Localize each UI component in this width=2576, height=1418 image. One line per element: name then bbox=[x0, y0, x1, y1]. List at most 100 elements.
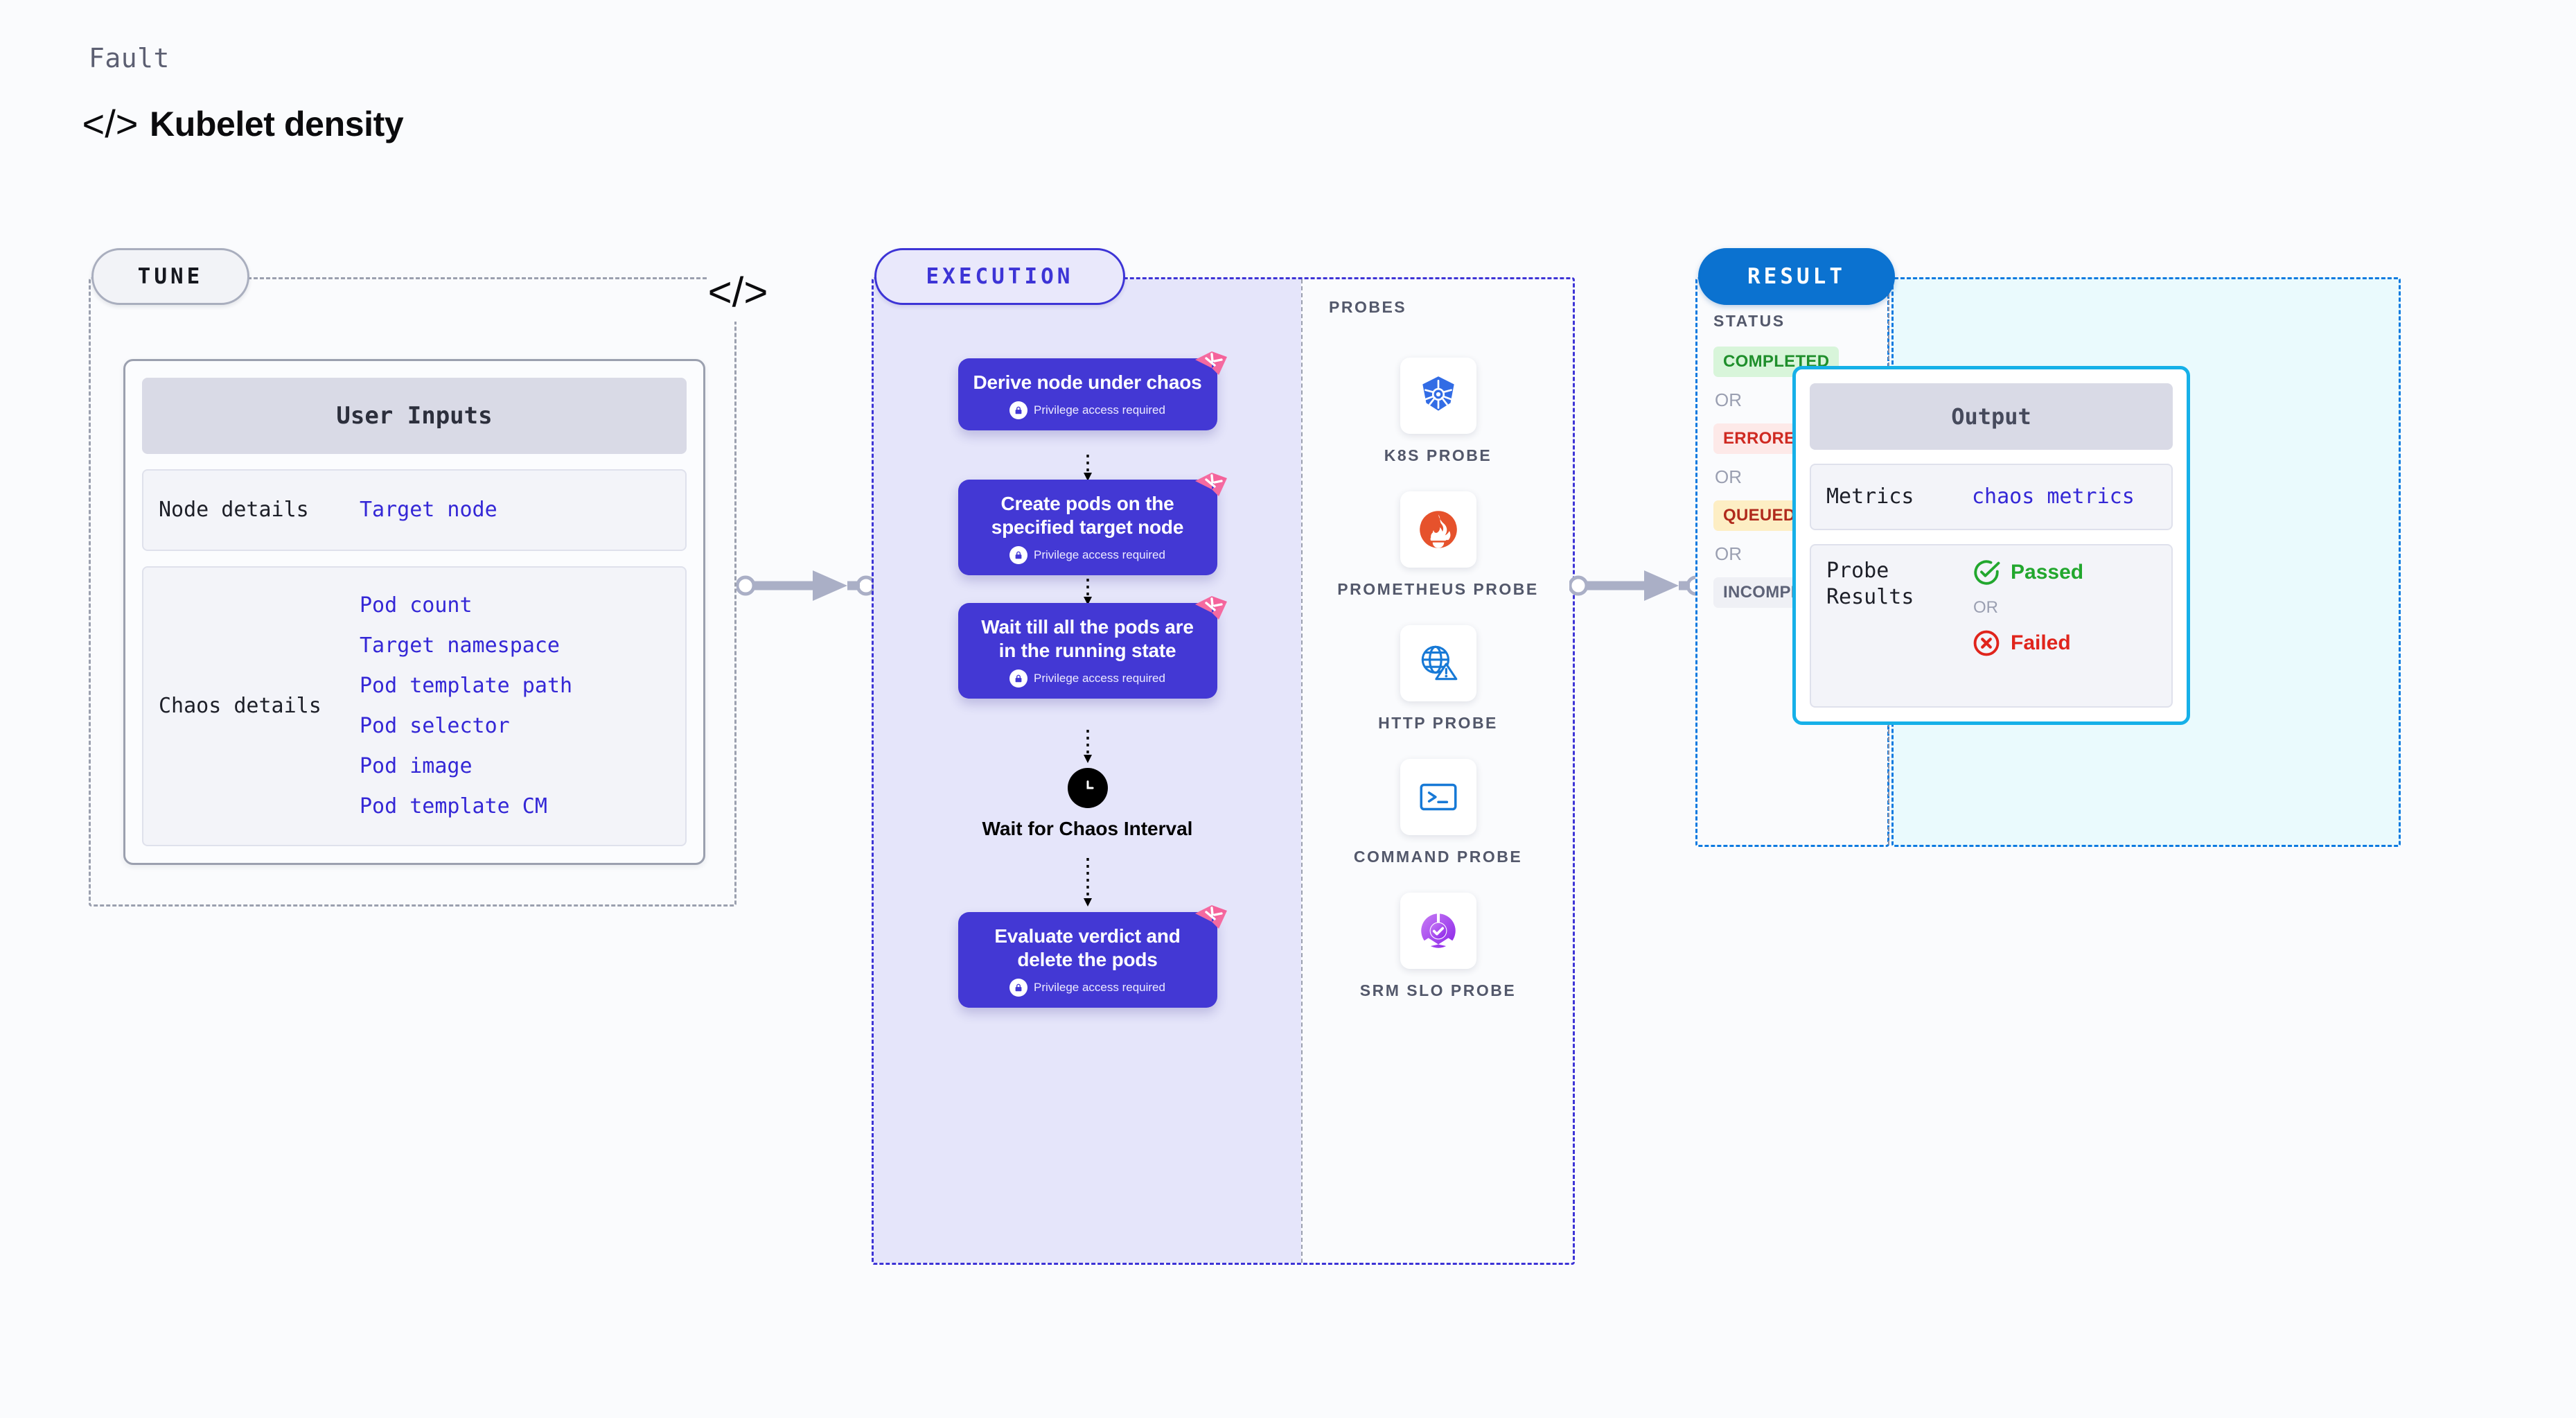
probe-item-http[interactable]: HTTP PROBE bbox=[1301, 625, 1575, 734]
lock-icon bbox=[1009, 669, 1028, 688]
probe-item-srm-slo[interactable]: SRM SLO PROBE bbox=[1301, 893, 1575, 1001]
harness-logo-icon bbox=[1194, 351, 1227, 375]
lock-icon bbox=[1009, 979, 1028, 997]
input-row-values: Pod count Target namespace Pod template … bbox=[360, 595, 572, 817]
probe-item-prometheus[interactable]: PROMETHEUS PROBE bbox=[1301, 491, 1575, 600]
output-metrics-value[interactable]: chaos metrics bbox=[1972, 484, 2135, 509]
input-value[interactable]: Pod selector bbox=[360, 714, 510, 738]
flow-node-wait-running[interactable]: Wait till all the pods are in the runnin… bbox=[958, 596, 1227, 699]
input-row-key: Chaos details bbox=[159, 694, 321, 719]
connector-tune-to-execution bbox=[736, 565, 875, 606]
flow-connector bbox=[1083, 730, 1092, 764]
execution-badge[interactable]: EXECUTION bbox=[874, 248, 1125, 305]
input-value[interactable]: Pod count bbox=[360, 593, 473, 618]
flow-node-wait-interval[interactable]: Wait for Chaos Interval bbox=[942, 768, 1233, 841]
input-row-node-details: Node details Target node bbox=[142, 469, 687, 551]
status-badge-queued: QUEUED bbox=[1713, 500, 1806, 531]
flow-node-privilege-label: Privilege access required bbox=[1034, 548, 1165, 562]
flow-node-privilege-label: Privilege access required bbox=[1034, 672, 1165, 685]
output-row-probe-results: Probe Results Passed OR Failed bbox=[1810, 544, 2173, 708]
flow-node-privilege: Privilege access required bbox=[972, 979, 1203, 997]
probe-item-command[interactable]: COMMAND PROBE bbox=[1301, 759, 1575, 868]
page-header: Fault </> Kubelet density bbox=[82, 43, 404, 146]
execution-stage: EXECUTION Derive node under chaos Privil… bbox=[872, 248, 1575, 1265]
input-value[interactable]: Target namespace bbox=[360, 633, 560, 658]
lock-icon bbox=[1009, 401, 1028, 420]
flow-node-title: Wait till all the pods are in the runnin… bbox=[981, 616, 1194, 662]
http-globe-icon bbox=[1400, 625, 1476, 702]
flow-node-derive-node[interactable]: Derive node under chaos Privilege access… bbox=[958, 351, 1227, 431]
terminal-icon bbox=[1400, 759, 1476, 836]
kubernetes-icon bbox=[1400, 358, 1476, 434]
probe-label: SRM SLO PROBE bbox=[1359, 981, 1517, 1000]
result-stage: RESULT STATUS COMPLETED OR ERRORED OR QU… bbox=[1695, 248, 2401, 847]
connector-execution-to-result bbox=[1569, 565, 1705, 606]
flow-node-privilege: Privilege access required bbox=[972, 669, 1203, 688]
srm-slo-icon bbox=[1400, 893, 1476, 970]
probes-title: PROBES bbox=[1329, 298, 1407, 316]
flow-node-privilege: Privilege access required bbox=[972, 546, 1203, 565]
flow-connector bbox=[1083, 579, 1092, 606]
flow-node-create-pods[interactable]: Create pods on the specified target node… bbox=[958, 473, 1227, 576]
verdict-passed: Passed bbox=[1972, 558, 2083, 587]
probes-list: K8S PROBE PROMETHEUS PROBE bbox=[1301, 333, 1575, 1001]
input-row-values: Target node bbox=[360, 500, 497, 520]
input-value[interactable]: Target node bbox=[360, 498, 497, 522]
flow-node-privilege: Privilege access required bbox=[972, 401, 1203, 420]
or-separator: OR bbox=[1973, 598, 1998, 617]
or-separator: OR bbox=[1715, 389, 1742, 410]
prometheus-icon bbox=[1400, 491, 1476, 568]
output-row-metrics: Metrics chaos metrics bbox=[1810, 464, 2173, 530]
output-row-key: Metrics bbox=[1826, 484, 1914, 509]
x-circle-icon bbox=[1973, 630, 2000, 656]
verdict-failed-label: Failed bbox=[2011, 631, 2071, 654]
verdict-failed: Failed bbox=[1972, 629, 2083, 658]
probe-label: K8S PROBE bbox=[1384, 446, 1492, 464]
flow-node-evaluate-verdict[interactable]: Evaluate verdict and delete the pods Pri… bbox=[958, 905, 1227, 1008]
or-separator: OR bbox=[1715, 543, 1742, 564]
harness-logo-icon bbox=[1194, 905, 1227, 929]
input-row-key: Node details bbox=[159, 498, 309, 523]
harness-logo-icon bbox=[1194, 473, 1227, 496]
or-separator: OR bbox=[1715, 466, 1742, 487]
execution-flow: Derive node under chaos Privilege access… bbox=[874, 279, 1301, 1263]
flow-connector bbox=[1083, 858, 1092, 908]
flow-node-title: Evaluate verdict and delete the pods bbox=[994, 925, 1181, 971]
input-row-chaos-details: Chaos details Pod count Target namespace… bbox=[142, 566, 687, 846]
page-title-row: </> Kubelet density bbox=[82, 102, 404, 146]
input-value[interactable]: Pod image bbox=[360, 754, 473, 778]
output-card: Output Metrics chaos metrics Probe Resul… bbox=[1792, 366, 2190, 725]
flow-node-privilege-label: Privilege access required bbox=[1034, 403, 1165, 417]
tune-badge[interactable]: TUNE bbox=[91, 248, 249, 305]
flow-node-title: Create pods on the specified target node bbox=[991, 493, 1184, 539]
user-inputs-card: User Inputs Node details Target node Cha… bbox=[123, 359, 705, 865]
execution-stage-border bbox=[872, 277, 1575, 1265]
flow-node-wait-label: Wait for Chaos Interval bbox=[982, 818, 1193, 839]
probe-label: COMMAND PROBE bbox=[1353, 848, 1523, 866]
input-value[interactable]: Pod template CM bbox=[360, 794, 547, 819]
output-header: Output bbox=[1810, 383, 2173, 450]
probe-verdicts: Passed OR Failed bbox=[1972, 558, 2083, 658]
probe-label: HTTP PROBE bbox=[1378, 714, 1498, 733]
input-value[interactable]: Pod template path bbox=[360, 674, 573, 698]
flow-node-title: Derive node under chaos bbox=[973, 371, 1202, 393]
tune-stage-border bbox=[89, 277, 736, 907]
tune-stage: TUNE User Inputs Node details Target nod… bbox=[89, 248, 736, 907]
code-brackets-icon-divider: </> bbox=[708, 262, 768, 322]
clock-icon bbox=[1067, 768, 1108, 808]
check-circle-icon bbox=[1974, 560, 2000, 585]
user-inputs-header: User Inputs bbox=[142, 378, 687, 454]
flow-node-privilege-label: Privilege access required bbox=[1034, 981, 1165, 995]
lock-icon bbox=[1009, 546, 1028, 565]
page-title: Kubelet density bbox=[150, 105, 404, 143]
probe-item-k8s[interactable]: K8S PROBE bbox=[1301, 358, 1575, 466]
probe-label: PROMETHEUS PROBE bbox=[1337, 580, 1539, 599]
verdict-passed-label: Passed bbox=[2011, 561, 2084, 584]
output-row-key: Probe Results bbox=[1826, 559, 1914, 609]
result-badge[interactable]: RESULT bbox=[1698, 248, 1895, 305]
flow-connector bbox=[1083, 455, 1092, 482]
code-brackets-icon: </> bbox=[82, 102, 139, 146]
fault-eyebrow: Fault bbox=[89, 43, 170, 73]
harness-logo-icon bbox=[1194, 596, 1227, 620]
status-title: STATUS bbox=[1713, 312, 1785, 330]
